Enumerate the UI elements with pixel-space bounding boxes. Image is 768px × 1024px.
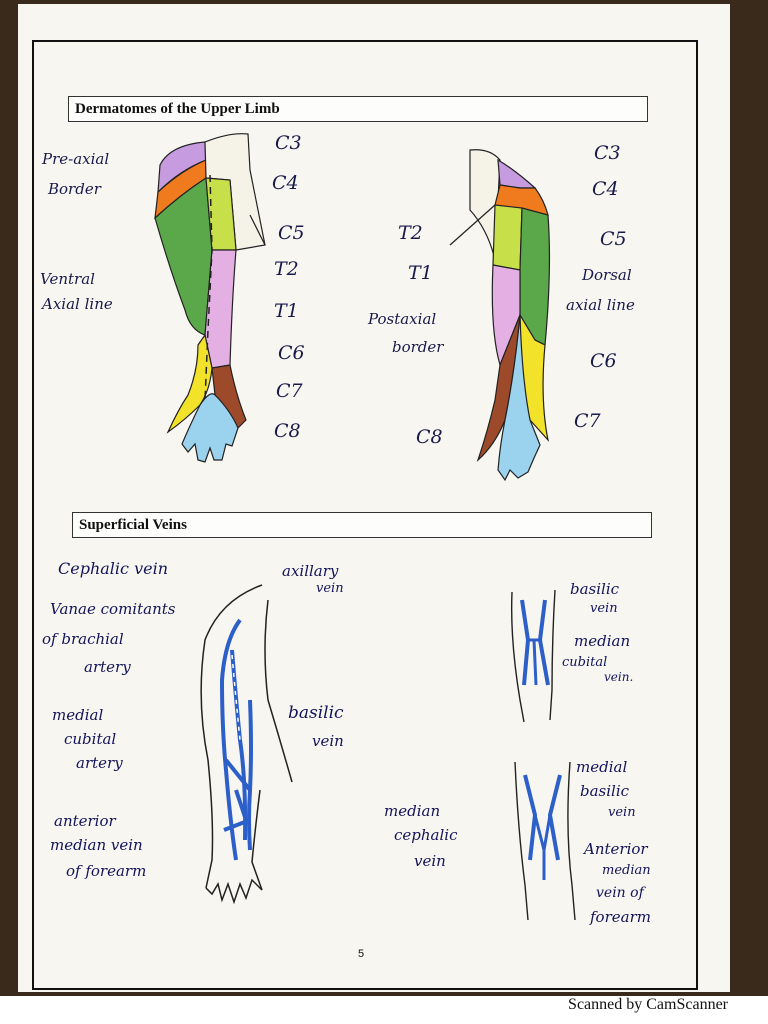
medial-cubital-label-2: cubital — [64, 730, 117, 748]
medial-cubital-label-1: medial — [52, 706, 104, 724]
veins-section-title: Superficial Veins — [72, 512, 652, 538]
arm-outline-medial — [264, 599, 293, 783]
dermatome-c8-hand — [497, 314, 541, 482]
level-c8-right: C8 — [416, 426, 443, 448]
dermatome-c6-region — [166, 333, 213, 434]
inset1-basilic-label-1: basilic — [570, 580, 620, 598]
level-t2: T2 — [274, 258, 299, 280]
inset1-median-label-1: median — [574, 632, 631, 650]
ventral-axial-line — [204, 174, 213, 401]
hand-outline — [205, 878, 263, 905]
postaxial-label-2: border — [392, 338, 444, 356]
axillary-vein-label-1: axillary — [282, 562, 339, 580]
inset2-medial-label-1: medial — [576, 758, 628, 776]
medial-cubital-label-3: artery — [76, 754, 123, 772]
preaxial-label-1: Pre-axial — [42, 150, 110, 168]
forearm-outline-medial — [251, 789, 263, 891]
inset2-anterior-label-2: median — [602, 863, 651, 878]
dorsal-label-2: axial line — [566, 296, 635, 314]
page-border — [32, 40, 698, 990]
level-c3: C3 — [275, 132, 302, 154]
posterior-arm-dermatome-diagram — [449, 149, 551, 482]
anterior-arm-dermatome-diagram — [154, 133, 266, 463]
scanner-footer-text: Scanned by CamScanner — [568, 996, 728, 1013]
level-t1-right: T1 — [408, 262, 433, 284]
inset1-basilic-label-2: vein — [590, 601, 618, 616]
inset2-anterior-label-1: Anterior — [584, 840, 648, 858]
preaxial-label-2: Border — [48, 180, 101, 198]
superficial-veins-diagram — [200, 584, 293, 905]
level-c6: C6 — [278, 342, 305, 364]
cephalic-vein-label: Cephalic vein — [58, 559, 169, 578]
level-t1: T1 — [274, 300, 299, 322]
page-number: 5 — [358, 948, 365, 960]
median-cephalic-label-1: median — [384, 802, 441, 820]
dorsal-label-1: Dorsal — [582, 266, 632, 284]
level-c5-right: C5 — [600, 228, 627, 250]
inset1-median-label-3: vein. — [604, 670, 634, 684]
dermatome-c5-region — [154, 176, 213, 336]
dermatome-c8-hand — [181, 393, 239, 463]
basilic-vein-label-2: vein — [312, 732, 344, 750]
inset2-anterior-label-4: forearm — [590, 908, 651, 926]
level-c4: C4 — [272, 172, 299, 194]
anterior-median-label-1: anterior — [54, 812, 116, 830]
level-c7-right: C7 — [574, 410, 601, 432]
level-c5: C5 — [278, 222, 305, 244]
level-c6-right: C6 — [590, 350, 617, 372]
median-cephalic-label-2: cephalic — [394, 826, 458, 844]
level-c4-right: C4 — [592, 178, 619, 200]
anterior-median-label-2: median vein — [50, 836, 143, 854]
median-cephalic-label-3: vein — [414, 852, 446, 870]
vein-inset-median-basilic — [514, 761, 576, 921]
ventral-label-1: Ventral — [40, 270, 95, 288]
vein-network — [219, 618, 253, 861]
postaxial-label-1: Postaxial — [368, 310, 437, 328]
level-c3-right: C3 — [594, 142, 621, 164]
dermatome-c3-region — [497, 158, 537, 189]
dermatomes-section-title: Dermatomes of the Upper Limb — [68, 96, 648, 122]
axillary-vein-label-2: vein — [316, 581, 344, 596]
dermatome-t2-region — [492, 204, 523, 271]
vena-comitans-label-1: Vanae comitants — [50, 600, 176, 618]
vena-comitans-label-2: of brachial — [42, 630, 124, 648]
pointer-line — [449, 204, 496, 246]
level-c7: C7 — [276, 380, 303, 402]
vein-inset-median-cubital — [510, 589, 556, 723]
pointer-line — [249, 214, 266, 246]
inset1-median-label-2: cubital — [562, 655, 608, 670]
level-t2-right: T2 — [398, 222, 423, 244]
inset2-anterior-label-3: vein of — [596, 885, 644, 901]
anterior-median-label-3: of forearm — [66, 862, 147, 880]
paper-sheet — [18, 4, 730, 992]
inset2-medial-label-2: basilic — [580, 782, 630, 800]
level-c8: C8 — [274, 420, 301, 442]
basilic-vein-label-1: basilic — [288, 703, 344, 723]
ventral-label-2: Axial line — [42, 295, 113, 313]
inset2-medial-label-3: vein — [608, 805, 636, 820]
scanner-footer: Scanned by CamScanner — [0, 996, 768, 1024]
arm-outline-lateral — [200, 584, 263, 889]
vena-comitans-label-3: artery — [84, 658, 131, 676]
